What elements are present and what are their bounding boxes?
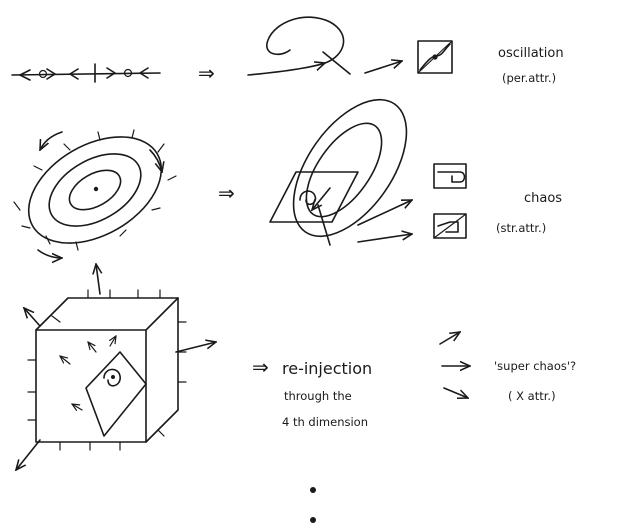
row1-implies-arrow: ⇒: [198, 61, 215, 85]
row3-label-super-chaos: 'super chaos'?: [494, 359, 576, 373]
row2-to-map-arrow-1: [357, 200, 412, 226]
row3-cube-front-edges: [35, 297, 179, 443]
row2-spiral-flow: [13, 129, 177, 265]
row2-map2-diagonal: [433, 213, 467, 239]
row2-map2-frame: [433, 213, 467, 239]
row3-implies-arrow: ⇒: [252, 355, 269, 379]
row1-left-arrow: [19, 69, 31, 81]
row1-section-line: [322, 51, 351, 75]
continuation-dot-1: [310, 487, 316, 493]
row1-label-periodic-attractor: (per.attr.): [502, 71, 556, 85]
row3-fan-arrow-up: [439, 332, 460, 345]
row1-trajectory-in: [247, 63, 325, 76]
row1-left-arrow-2: [69, 68, 79, 80]
row2-outer-orbit: [27, 136, 163, 244]
row1-label-oscillation: oscillation: [498, 46, 564, 61]
row3-edge-hashes: [27, 289, 187, 451]
row2-flow-arrow-2: [149, 149, 162, 172]
row1-loop-curve: [266, 16, 345, 64]
row2-return-maps: [433, 163, 467, 239]
row1-right-arrow-3: [106, 67, 116, 79]
row2-inner-attractor-loop: [305, 122, 383, 218]
row2-to-map-arrow-2: [357, 234, 412, 243]
row2-section-plane: [269, 171, 359, 223]
row3-text-line-2: through the: [284, 389, 352, 403]
row2-flow-hashes: [13, 129, 177, 251]
row3-inner-spiral: [103, 368, 121, 387]
row2-outer-attractor-loop: [292, 98, 408, 238]
row3-small-arrow-1: [88, 342, 97, 353]
row3-small-arrow-2: [110, 336, 116, 347]
row1-return-map: [417, 40, 453, 74]
row1-right-arrow-1: [46, 68, 56, 80]
row3-small-arrow-3: [60, 356, 71, 365]
row1-fixed-point-1: [38, 69, 48, 79]
row2-center-point: [93, 186, 99, 192]
row2-flow-arrow-3: [37, 249, 62, 258]
row2-map1-fold: [437, 171, 466, 183]
row1-left-arrow-4: [139, 67, 149, 79]
row1-line-flow: [11, 63, 161, 83]
row3-arrow-right: [175, 342, 216, 353]
row2-map1-frame: [433, 163, 467, 189]
row3-cube-flow: [16, 264, 216, 470]
row3-label-x-attractor: ( X attr.): [508, 389, 556, 403]
row2-implies-arrow: ⇒: [218, 181, 235, 205]
row1-fixed-point-2: [123, 68, 133, 78]
row2-map2-fold: [437, 221, 459, 233]
row2-section-spiral: [299, 190, 317, 206]
row1-to-map-arrow: [364, 61, 402, 74]
row3-inner-section: [85, 351, 147, 437]
row2-stem-line: [317, 204, 331, 246]
row3-arrow-downleft: [16, 439, 41, 470]
continuation-dot-2: [310, 517, 316, 523]
row2-inner-orbit: [68, 169, 122, 211]
row3-arrow-upleft: [24, 308, 41, 327]
row2-poincare-section: [269, 98, 429, 246]
row1-map-frame: [417, 40, 453, 74]
row2-middle-orbit: [48, 153, 142, 227]
row3-cube-outline: [35, 297, 179, 443]
row2-label-chaos: chaos: [524, 191, 562, 206]
row1-map-fixed-point: [432, 54, 438, 60]
row3-inner-point: [111, 375, 115, 379]
row3-arrow-up: [96, 264, 100, 295]
row3-small-arrow-4: [72, 404, 83, 410]
row2-injection-arrow: [312, 187, 331, 210]
row3-text-line-1: re-injection: [282, 359, 372, 378]
row2-flow-arrow-1: [40, 131, 63, 150]
row3-fan-arrow-down: [443, 387, 468, 398]
row1-planar-loop: [247, 16, 402, 76]
row1-axis-line: [11, 72, 161, 76]
row2-label-strange-attractor: (str.attr.): [496, 221, 546, 235]
row3-fan-arrows: [439, 332, 470, 398]
row3-text-line-3: 4 th dimension: [282, 415, 368, 429]
